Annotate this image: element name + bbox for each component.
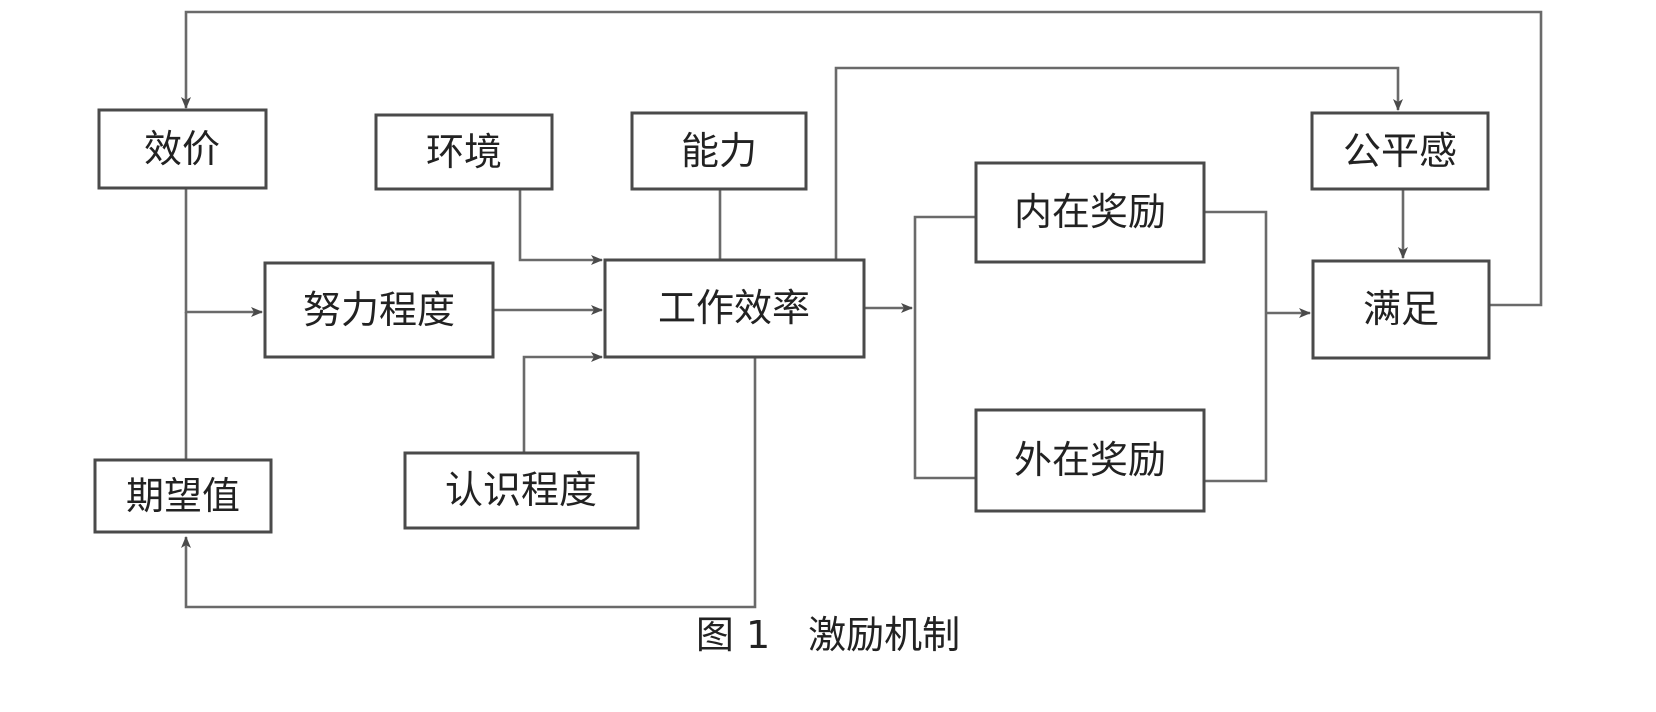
node-ability: 能力 — [630, 111, 808, 191]
node-valence-label: 效价 — [144, 127, 220, 171]
edge-performance-to-equity — [834, 66, 1403, 260]
edge-satisfaction-to-valence — [181, 10, 1543, 307]
node-valence: 效价 — [97, 108, 268, 190]
node-equity-label: 公平感 — [1343, 129, 1457, 173]
edge-performance-to-expectancy — [181, 357, 757, 609]
node-expectancy: 期望值 — [93, 458, 273, 534]
node-extrinsic-reward-label: 外在奖励 — [1014, 438, 1166, 482]
reward-merge-bracket — [1204, 210, 1268, 483]
node-equity: 公平感 — [1310, 111, 1490, 191]
node-effort: 努力程度 — [263, 261, 495, 359]
edge-environment-to-performance — [518, 189, 603, 265]
edge-valence-to-effort — [184, 178, 263, 317]
node-satisfaction: 满足 — [1311, 259, 1491, 360]
figure-caption: 图 1 激励机制 — [695, 613, 961, 657]
node-performance-label: 工作效率 — [658, 286, 810, 330]
node-environment: 环境 — [374, 113, 554, 191]
node-satisfaction-label: 满足 — [1363, 287, 1439, 331]
node-environment-label: 环境 — [426, 130, 502, 174]
reward-branch-bracket — [913, 215, 976, 480]
node-cognition: 认识程度 — [403, 451, 640, 530]
node-intrinsic-reward: 内在奖励 — [974, 161, 1206, 264]
node-intrinsic-reward-label: 内在奖励 — [1014, 190, 1166, 234]
node-performance: 工作效率 — [603, 258, 866, 359]
edge-cognition-to-performance — [522, 352, 603, 453]
node-extrinsic-reward: 外在奖励 — [974, 408, 1206, 513]
connectors — [181, 10, 1543, 609]
node-cognition-label: 认识程度 — [445, 468, 597, 512]
node-effort-label: 努力程度 — [303, 288, 455, 332]
node-expectancy-label: 期望值 — [126, 474, 240, 518]
node-ability-label: 能力 — [681, 129, 757, 173]
